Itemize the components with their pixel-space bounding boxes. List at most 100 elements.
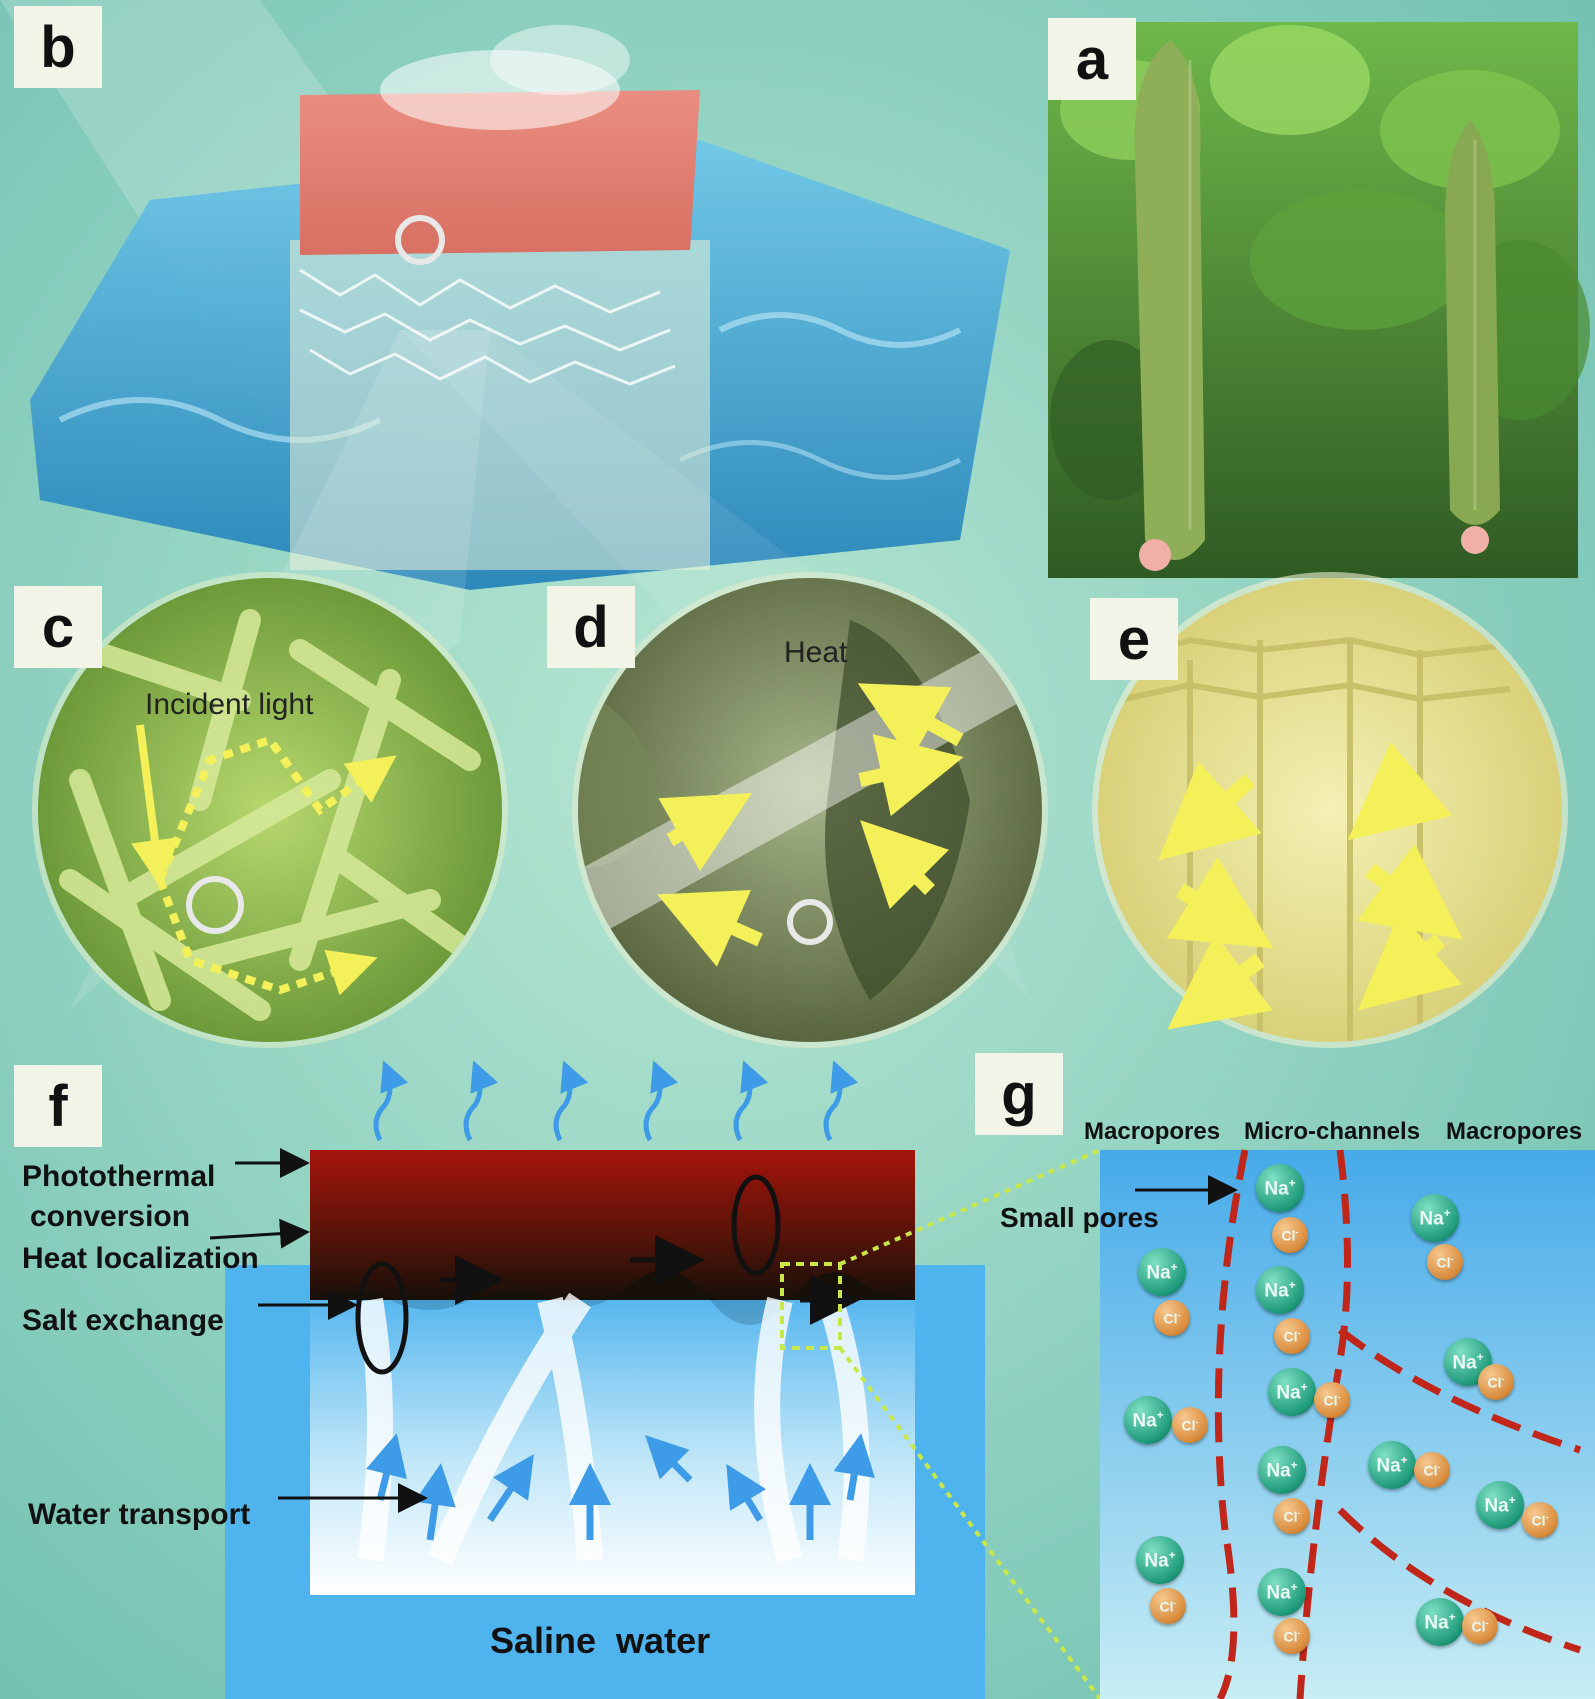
heat-localization-label: Heat localization bbox=[22, 1242, 259, 1275]
sodium-ion-charge: + bbox=[1300, 1379, 1308, 1394]
chloride-ion-charge: - bbox=[1297, 1507, 1301, 1518]
small-pores-label: Small pores bbox=[1000, 1202, 1159, 1233]
chloride-ion-charge: - bbox=[1297, 1327, 1301, 1338]
chloride-ion-charge: - bbox=[1545, 1511, 1549, 1522]
sodium-ion-symbol: Na+ bbox=[1376, 1452, 1408, 1477]
chloride-ion: Cl- bbox=[1274, 1618, 1310, 1654]
chloride-ion-symbol: Cl- bbox=[1323, 1391, 1341, 1409]
sodium-ion-charge: + bbox=[1288, 1175, 1296, 1190]
chloride-ion-symbol: Cl- bbox=[1159, 1597, 1177, 1615]
chloride-ion-symbol: Cl- bbox=[1283, 1327, 1301, 1345]
sodium-ion: Na+ bbox=[1476, 1481, 1524, 1529]
chloride-ion-charge: - bbox=[1295, 1226, 1299, 1237]
sodium-ion-symbol: Na+ bbox=[1146, 1259, 1178, 1284]
sodium-ion-charge: + bbox=[1156, 1407, 1164, 1422]
sodium-ion-symbol: Na+ bbox=[1264, 1277, 1296, 1302]
chloride-ion-charge: - bbox=[1501, 1373, 1505, 1384]
panel-label-b: b bbox=[14, 6, 102, 88]
panel-c-fibers bbox=[32, 572, 508, 1048]
chloride-ion: Cl- bbox=[1522, 1502, 1558, 1538]
chloride-ion-symbol: Cl- bbox=[1531, 1511, 1549, 1529]
chloride-ion-symbol: Cl- bbox=[1283, 1627, 1301, 1645]
macropores-right-label: Macropores bbox=[1446, 1118, 1583, 1145]
sodium-ion: Na+ bbox=[1136, 1536, 1184, 1584]
panel-e-channels bbox=[1092, 572, 1568, 1048]
sodium-ion: Na+ bbox=[1416, 1598, 1464, 1646]
sodium-ion-charge: + bbox=[1168, 1547, 1176, 1562]
chloride-ion-symbol: Cl- bbox=[1181, 1416, 1199, 1434]
sodium-ion-charge: + bbox=[1290, 1457, 1298, 1472]
sodium-ion-symbol: Na+ bbox=[1132, 1407, 1164, 1432]
sodium-ion-symbol: Na+ bbox=[1266, 1457, 1298, 1482]
zoom-lines bbox=[838, 1148, 1102, 1699]
salt-exchange-label: Salt exchange bbox=[22, 1304, 224, 1337]
chloride-ion-symbol: Cl- bbox=[1283, 1507, 1301, 1525]
sodium-ion-symbol: Na+ bbox=[1424, 1609, 1456, 1634]
sodium-ion: Na+ bbox=[1138, 1248, 1186, 1296]
incident-light-label: Incident light bbox=[145, 688, 314, 721]
photothermal-label-line1: Photothermal bbox=[22, 1160, 216, 1193]
sodium-ion: Na+ bbox=[1258, 1568, 1306, 1616]
sodium-ion-symbol: Na+ bbox=[1452, 1349, 1484, 1374]
panel-label-c: c bbox=[14, 586, 102, 668]
sodium-ion-charge: + bbox=[1476, 1349, 1484, 1364]
heat-label: Heat bbox=[784, 636, 848, 669]
sodium-ion-charge: + bbox=[1288, 1277, 1296, 1292]
sodium-ion: Na+ bbox=[1368, 1441, 1416, 1489]
sodium-ion: Na+ bbox=[1268, 1368, 1316, 1416]
sodium-ion: Na+ bbox=[1411, 1194, 1459, 1242]
sodium-ion-charge: + bbox=[1443, 1205, 1451, 1220]
chloride-ion: Cl- bbox=[1150, 1588, 1186, 1624]
chloride-ion: Cl- bbox=[1427, 1244, 1463, 1280]
panel-label-f: f bbox=[14, 1065, 102, 1147]
sodium-ion-symbol: Na+ bbox=[1276, 1379, 1308, 1404]
chloride-ion-symbol: Cl- bbox=[1281, 1226, 1299, 1244]
sodium-ion-symbol: Na+ bbox=[1419, 1205, 1451, 1230]
chloride-ion-charge: - bbox=[1337, 1391, 1341, 1402]
sodium-ion-charge: + bbox=[1400, 1452, 1408, 1467]
sodium-ion-symbol: Na+ bbox=[1266, 1579, 1298, 1604]
chloride-ion-charge: - bbox=[1485, 1617, 1489, 1628]
sodium-ion-symbol: Na+ bbox=[1484, 1492, 1516, 1517]
panel-d-surface bbox=[572, 572, 1048, 1048]
chloride-ion: Cl- bbox=[1154, 1300, 1190, 1336]
chloride-ion: Cl- bbox=[1272, 1217, 1308, 1253]
sodium-ion: Na+ bbox=[1256, 1266, 1304, 1314]
water-transport-label: Water transport bbox=[28, 1498, 251, 1531]
photothermal-label-line2: conversion bbox=[30, 1200, 191, 1233]
chloride-ion-symbol: Cl- bbox=[1163, 1309, 1181, 1327]
chloride-ion-charge: - bbox=[1450, 1253, 1454, 1264]
chloride-ion: Cl- bbox=[1172, 1407, 1208, 1443]
chloride-ion: Cl- bbox=[1462, 1608, 1498, 1644]
chloride-ion-charge: - bbox=[1173, 1597, 1177, 1608]
sodium-ion-charge: + bbox=[1290, 1579, 1298, 1594]
sodium-ion-charge: + bbox=[1508, 1492, 1516, 1507]
micro-channels-label: Micro-channels bbox=[1244, 1118, 1421, 1145]
chloride-ion-symbol: Cl- bbox=[1423, 1461, 1441, 1479]
macropores-left-label: Macropores bbox=[1084, 1118, 1221, 1145]
sodium-ion: Na+ bbox=[1124, 1396, 1172, 1444]
chloride-ion-charge: - bbox=[1177, 1309, 1181, 1320]
chloride-ion-charge: - bbox=[1297, 1627, 1301, 1638]
sodium-ion: Na+ bbox=[1258, 1446, 1306, 1494]
panel-f-schematic bbox=[209, 1060, 985, 1699]
sodium-ion-charge: + bbox=[1448, 1609, 1456, 1624]
sodium-ion-charge: + bbox=[1170, 1259, 1178, 1274]
chloride-ion: Cl- bbox=[1478, 1364, 1514, 1400]
chloride-ion: Cl- bbox=[1314, 1382, 1350, 1418]
panel-label-e: e bbox=[1090, 598, 1178, 680]
chloride-ion: Cl- bbox=[1414, 1452, 1450, 1488]
panel-label-a: a bbox=[1048, 18, 1136, 100]
chloride-ion: Cl- bbox=[1274, 1318, 1310, 1354]
chloride-ion-symbol: Cl- bbox=[1471, 1617, 1489, 1635]
sodium-ion-symbol: Na+ bbox=[1264, 1175, 1296, 1200]
chloride-ion-symbol: Cl- bbox=[1436, 1253, 1454, 1271]
panel-label-d: d bbox=[547, 586, 635, 668]
chloride-ion-charge: - bbox=[1437, 1461, 1441, 1472]
chloride-ion: Cl- bbox=[1274, 1498, 1310, 1534]
chloride-ion-charge: - bbox=[1195, 1416, 1199, 1427]
panel-a-photo bbox=[1048, 22, 1590, 578]
chloride-ion-symbol: Cl- bbox=[1487, 1373, 1505, 1391]
